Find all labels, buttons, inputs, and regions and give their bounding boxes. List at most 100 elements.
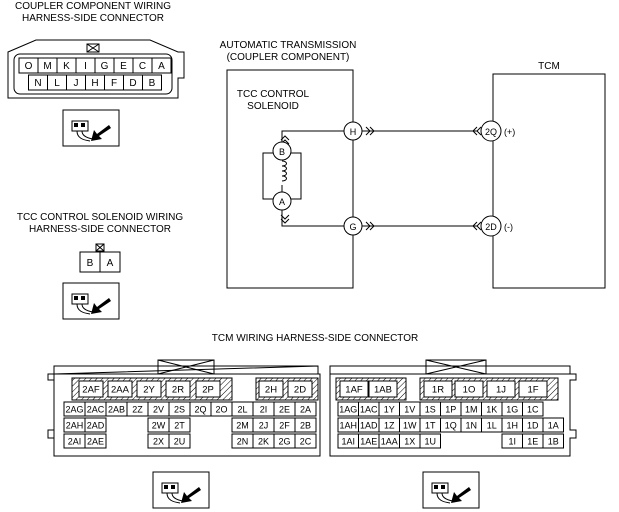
- tcm-pin-1ae: 1AE: [358, 433, 380, 449]
- coupler-pin-f: F: [104, 74, 124, 91]
- coupler-pin-g-label: G: [349, 222, 356, 232]
- tcm-pin-1w: 1W: [399, 417, 421, 433]
- tcm-pin-1p: 1P: [440, 401, 462, 417]
- tcm-pin-2t: 2T: [168, 417, 191, 433]
- tcm-pin-1ag: 1AG: [337, 401, 359, 417]
- coupler-pin-h: [343, 121, 363, 141]
- tcm-pin-1ai-label: 1AI: [341, 437, 355, 447]
- tcm-pin-1y-label: 1Y: [384, 405, 395, 415]
- coupler-pin-g: [343, 216, 363, 236]
- tcm-pin-1ad-label: 1AD: [360, 421, 378, 431]
- tcm-pin-1m-label: 1M: [465, 405, 478, 415]
- tcm-pin-2l-label: 2L: [237, 405, 247, 415]
- tcm-pin-1d: 1D: [522, 417, 544, 433]
- tcm-pin-1f: 1F: [518, 380, 548, 398]
- tcm-pin-1o: 1O: [454, 380, 484, 398]
- tcm-pin-1a-label: 1A: [548, 421, 559, 431]
- solenoid-connector-title-line2: HARNESS-SIDE CONNECTOR: [29, 224, 171, 235]
- tcm-pin-2ag-label: 2AG: [65, 405, 83, 415]
- tcm-pin-2d-polarity: (-): [504, 222, 513, 232]
- coupler-pin-m-label: M: [43, 61, 51, 72]
- tcm-pin-2s: 2S: [168, 401, 191, 417]
- tcm-pin-1af: 1AF: [339, 380, 369, 398]
- tcm-pin-2j-label: 2J: [259, 421, 269, 431]
- tcm-pin-1y: 1Y: [378, 401, 400, 417]
- tcm-pin-1u-label: 1U: [424, 437, 436, 447]
- tcm-pin-2p-label: 2P: [202, 385, 214, 396]
- coupler-pin-m: M: [37, 57, 58, 74]
- tcm-pin-2h-label: 2H: [265, 385, 277, 396]
- tcm-pin-2ah-label: 2AH: [66, 421, 84, 431]
- coupler-pin-l-label: L: [54, 78, 60, 89]
- tcm-pin-2g-label: 2G: [278, 437, 290, 447]
- tcm-pin-2d-label: 2D: [485, 222, 497, 232]
- tcm-pin-2w: 2W: [147, 417, 170, 433]
- tcm-pin-1ab: 1AB: [368, 380, 398, 398]
- coupler-pin-j: J: [66, 74, 86, 91]
- tcm-pin-2q: [480, 120, 502, 142]
- solenoid-connector-pin-a: A: [107, 258, 114, 269]
- at-title-line1: AUTOMATIC TRANSMISSION: [220, 40, 357, 51]
- coupler-pin-c: C: [132, 57, 153, 74]
- tcm-pin-1ae-label: 1AE: [360, 437, 377, 447]
- tcm-pin-2u: 2U: [168, 433, 191, 449]
- tcm-pin-1g: 1G: [501, 401, 523, 417]
- tcm-pin-2y-label: 2Y: [143, 385, 155, 396]
- tcm-pin-1z: 1Z: [378, 417, 400, 433]
- tcm-pin-1k-label: 1K: [486, 405, 497, 415]
- tcm-pin-2u-label: 2U: [174, 437, 186, 447]
- tcm-pin-2x: 2X: [147, 433, 170, 449]
- tcm-pin-1s-label: 1S: [425, 405, 436, 415]
- tcm-pin-1i: 1I: [501, 433, 523, 449]
- tcm-pin-1u: 1U: [419, 433, 441, 449]
- tcm-pin-1s: 1S: [419, 401, 441, 417]
- tcm-pin-2i-label: 2I: [260, 405, 268, 415]
- tcm-pin-2f-label: 2F: [279, 421, 290, 431]
- tcm-pin-2z: 2Z: [126, 401, 149, 417]
- tcm-pin-1aa: 1AA: [378, 433, 400, 449]
- tcm-pin-1p-label: 1P: [445, 405, 456, 415]
- tcm-pin-1aa-label: 1AA: [381, 437, 398, 447]
- coupler-pin-a: A: [151, 57, 172, 74]
- coupler-pin-k: K: [56, 57, 77, 74]
- solenoid-pin-b: B: [279, 147, 285, 157]
- tcm-pin-2x-label: 2X: [153, 437, 164, 447]
- tcm-pin-1l-label: 1L: [487, 421, 497, 431]
- tcm-pin-1f-label: 1F: [527, 385, 538, 396]
- tcm-pin-1ad: 1AD: [358, 417, 380, 433]
- solenoid-connector-pin-b: B: [87, 258, 94, 269]
- tcm-pin-1r-label: 1R: [432, 385, 444, 396]
- tcm-pin-1n: 1N: [460, 417, 482, 433]
- tcm-pin-2ac-label: 2AC: [87, 405, 105, 415]
- tcm-pin-2j: 2J: [252, 417, 275, 433]
- tcm-pin-2ab: 2AB: [105, 401, 128, 417]
- tcm-pin-2p: 2P: [195, 380, 221, 398]
- tcm-pin-1ab-label: 1AB: [374, 385, 392, 396]
- tcm-pin-2ad-label: 2AD: [87, 421, 105, 431]
- solenoid-connector-title-line1: TCC CONTROL SOLENOID WIRING: [17, 212, 184, 223]
- coupler-pin-g: G: [94, 57, 115, 74]
- tcm-pin-1r: 1R: [423, 380, 453, 398]
- tcm-pin-2a: 2A: [294, 401, 317, 417]
- tcm-pin-2ae: 2AE: [84, 433, 107, 449]
- tcm-pin-2r: 2R: [165, 380, 191, 398]
- tcm-pin-2c-label: 2C: [300, 437, 312, 447]
- coupler-pin-n-label: N: [34, 78, 41, 89]
- coupler-pin-e: E: [113, 57, 134, 74]
- tcm-pin-1k: 1K: [481, 401, 503, 417]
- coupler-pin-c-label: C: [139, 61, 146, 72]
- coupler-pin-g-label: G: [101, 61, 109, 72]
- solenoid-pin-a: A: [279, 197, 285, 207]
- solenoid-connector: B A: [79, 243, 121, 273]
- tcm-pin-1x: 1X: [399, 433, 421, 449]
- tcm-pin-1ag-label: 1AG: [339, 405, 357, 415]
- tcm-pin-1c-label: 1C: [527, 405, 539, 415]
- connector-view-icon: [422, 471, 480, 509]
- tcm-pin-1e: 1E: [522, 433, 544, 449]
- coupler-pin-n: N: [28, 74, 48, 91]
- tcm-pin-2s-label: 2S: [174, 405, 185, 415]
- tcm-pin-2y: 2Y: [136, 380, 162, 398]
- tcm-pin-2ae-label: 2AE: [87, 437, 104, 447]
